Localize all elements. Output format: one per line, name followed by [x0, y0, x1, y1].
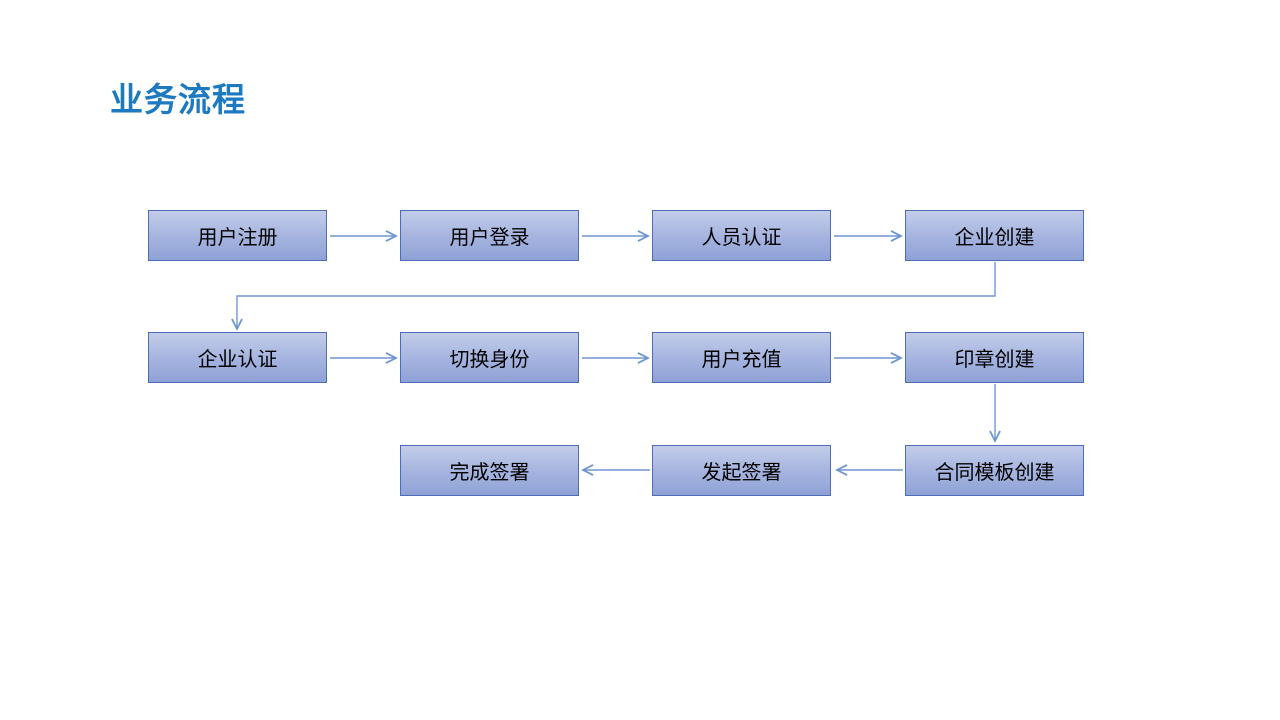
slide-title: 业务流程	[110, 81, 246, 118]
node-user-register: 用户注册	[148, 210, 327, 261]
node-user-recharge: 用户充值	[652, 332, 831, 383]
node-switch-identity: 切换身份	[400, 332, 579, 383]
node-enterprise-auth: 企业认证	[148, 332, 327, 383]
node-seal-create: 印章创建	[905, 332, 1084, 383]
node-complete-sign: 完成签署	[400, 445, 579, 496]
node-initiate-sign: 发起签署	[652, 445, 831, 496]
connector-enterprise-create-enterprise-auth	[237, 262, 996, 329]
node-user-login: 用户登录	[400, 210, 579, 261]
node-contract-template-create: 合同模板创建	[905, 445, 1084, 496]
node-person-auth: 人员认证	[652, 210, 831, 261]
node-enterprise-create: 企业创建	[905, 210, 1084, 261]
